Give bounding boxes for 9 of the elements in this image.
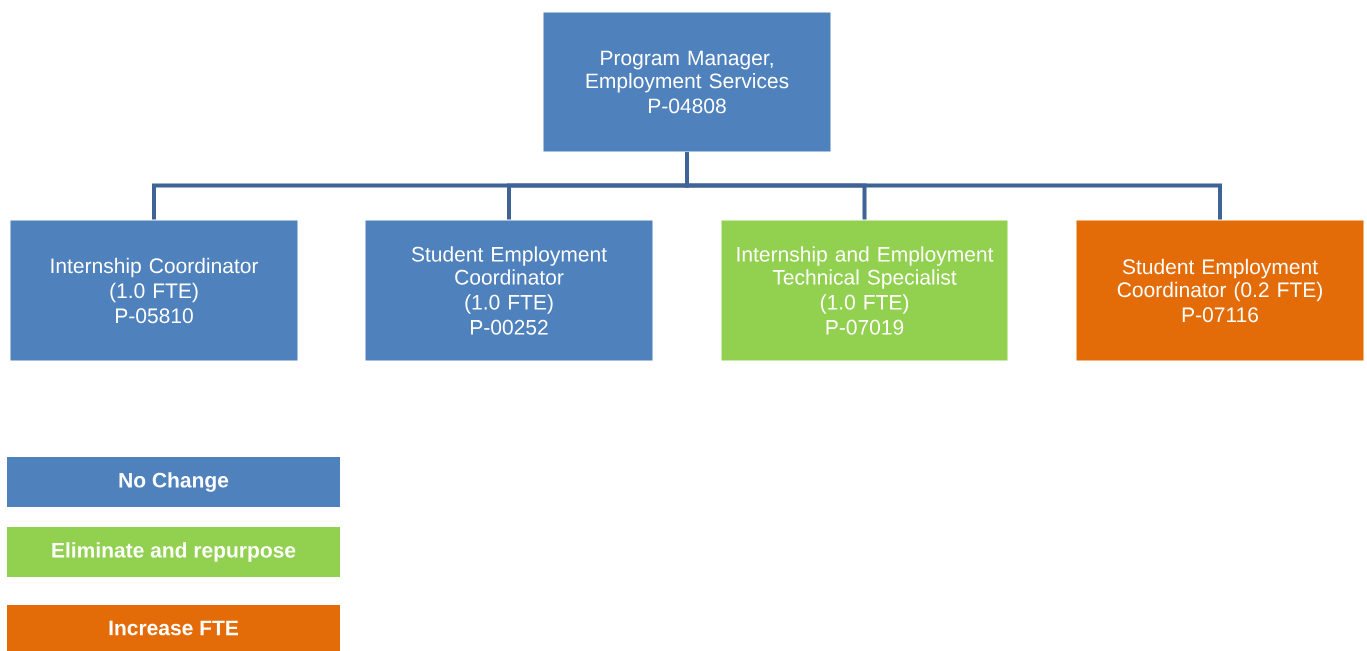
legend-label: Eliminate and repurpose [52,542,296,562]
position-box: Student Employment Coordinator (0.2 FTE) P-07116 [1075,219,1365,362]
position-box: Program Manager, Employment Services P-04808 [542,11,832,153]
legend-label: No Change [119,472,229,492]
position-box: Student Employment Coordinator (1.0 FTE) P-00252 [364,219,654,362]
legend-label: Increase FTE [109,620,239,636]
position-box: Internship and Employment Technical Specialist (1.0 FTE) P-07019 [720,219,1009,362]
connector-line [685,152,1222,220]
position-box: Internship Coordinator (1.0 FTE) P-05810 [9,219,299,362]
